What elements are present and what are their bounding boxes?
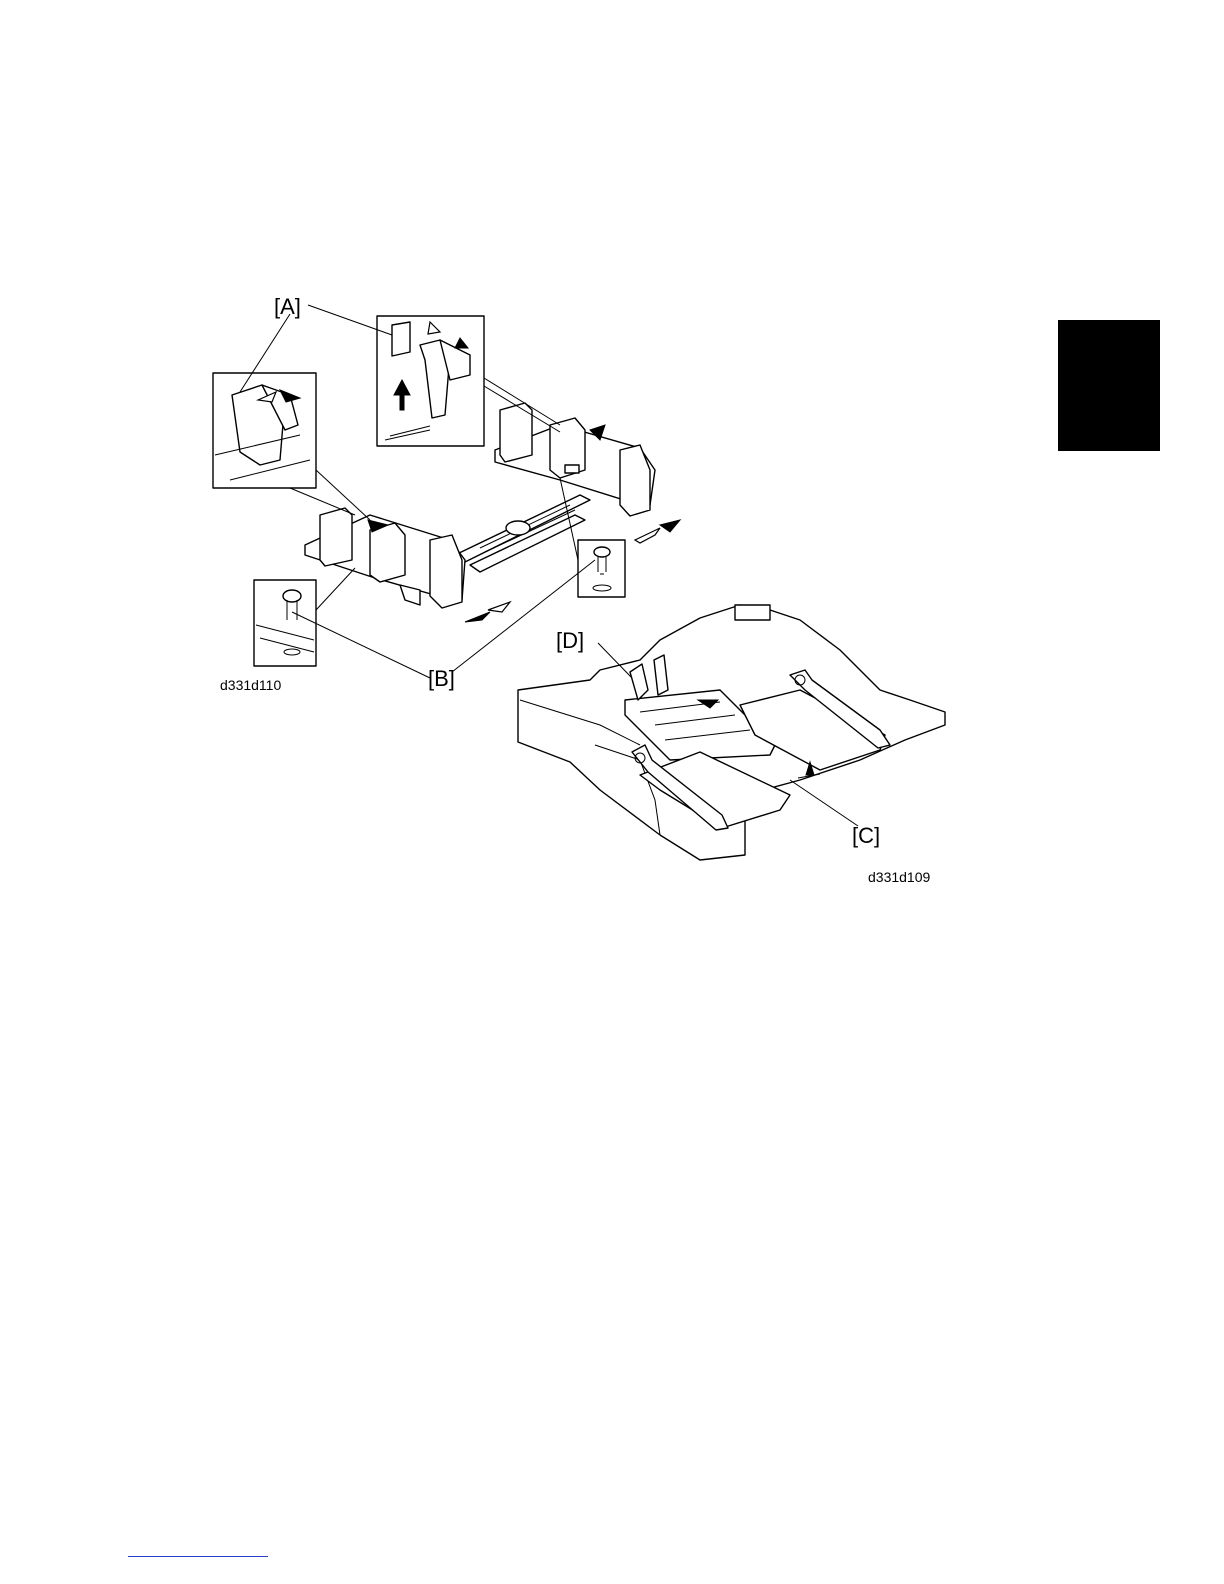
callout-d: [D] — [556, 628, 584, 653]
callout-c: [C] — [852, 823, 880, 848]
figure-id-upper: d331d110 — [220, 677, 281, 693]
callout-a: [A] — [274, 294, 301, 319]
footer-link-rule — [128, 1556, 268, 1557]
callout-b: [B] — [428, 666, 455, 691]
detail-inset-a-left — [213, 373, 370, 520]
figure-id-lower: d331d109 — [868, 869, 931, 885]
screw-inset-left — [254, 568, 355, 666]
